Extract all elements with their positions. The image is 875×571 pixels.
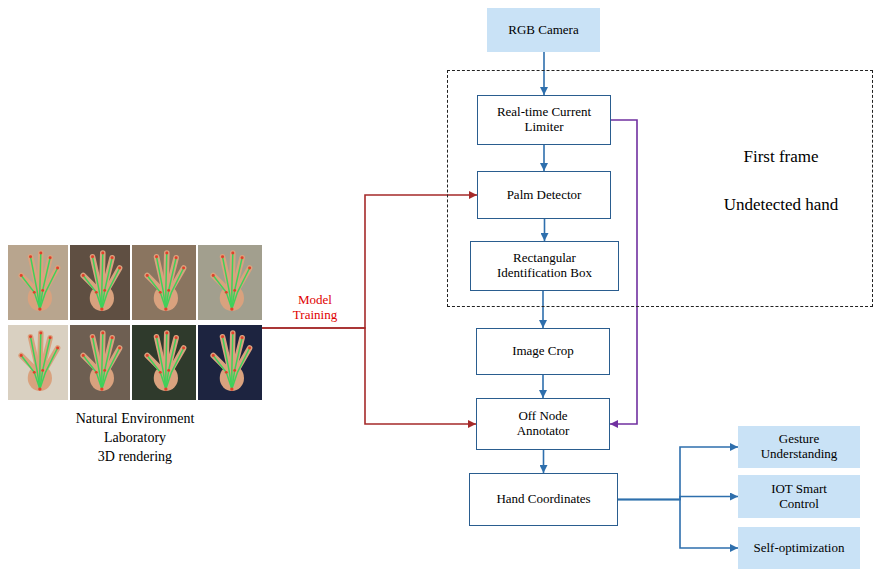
text-holder: Palm Detector <box>478 186 610 205</box>
box-label: Image Crop <box>491 344 595 359</box>
box-label: Off Node Annotator <box>491 409 595 439</box>
region-note: First frame <box>694 147 868 167</box>
process-box: Hand Coordinates <box>469 473 618 526</box>
text-holder: IOT Smart Control <box>738 480 860 514</box>
flow-arrow <box>543 450 545 473</box>
flow-arrow <box>618 500 738 549</box>
dashed-region: First frameUndetected hand Real-time Curr… <box>447 70 873 307</box>
box-label: Palm Detector <box>492 188 596 203</box>
text-holder: Real-time Current Limiter <box>478 103 610 137</box>
box-label: RGB Camera <box>501 23 586 38</box>
process-box: Off Node Annotator <box>476 398 610 450</box>
output-box: IOT Smart Control <box>738 475 860 518</box>
output-box: Gesture Understanding <box>738 426 860 468</box>
box-label: Self-optimization <box>752 541 846 556</box>
image-caption: Natural Environment <box>8 410 262 429</box>
image-caption: Laboratory <box>8 429 262 448</box>
flow-arrow <box>262 195 477 328</box>
image-panel: Natural EnvironmentLaboratory3D renderin… <box>8 245 262 477</box>
text-holder: Hand Coordinates <box>470 490 617 509</box>
region-note: Undetected hand <box>694 195 868 215</box>
hand-figure <box>20 252 59 311</box>
hand-skeletons <box>20 252 251 391</box>
photo-tile <box>132 245 196 320</box>
photo-tile <box>8 325 68 400</box>
photo-tile <box>198 245 262 320</box>
photo-tile <box>70 325 130 400</box>
box-label: Gesture Understanding <box>752 432 846 462</box>
hand-figure <box>82 332 121 391</box>
flow-arrow <box>543 145 545 171</box>
photo-tile <box>198 325 262 400</box>
process-box: Rectangular Identification Box <box>470 241 619 291</box>
flow-arrow <box>542 375 544 398</box>
hand-figure <box>146 332 185 391</box>
hand-figure <box>212 332 251 391</box>
box-label: Rectangular Identification Box <box>485 251 604 281</box>
text-holder: Natural EnvironmentLaboratory3D renderin… <box>8 410 262 467</box>
edge-label: Model Training <box>283 293 347 323</box>
process-box: Image Crop <box>476 328 610 375</box>
hand-figure <box>20 332 59 391</box>
box-label: Real-time Current Limiter <box>492 105 596 135</box>
text-holder: Self-optimization <box>738 539 860 558</box>
process-box: Real-time Current Limiter <box>477 95 611 145</box>
flow-arrow <box>262 328 476 424</box>
hand-figure <box>82 252 121 311</box>
photo-tile <box>132 325 196 400</box>
text-holder: Off Node Annotator <box>477 407 609 441</box>
text-holder: First frameUndetected hand <box>694 147 868 244</box>
box-label: Hand Coordinates <box>484 492 603 507</box>
photo-tiles <box>8 245 262 400</box>
image-caption: 3D rendering <box>8 448 262 467</box>
hand-figure <box>212 252 251 311</box>
photo-tile <box>8 245 68 320</box>
flow-arrow <box>618 447 738 500</box>
flow-arrow <box>542 291 544 328</box>
text-holder: Gesture Understanding <box>738 430 860 464</box>
text-holder: Rectangular Identification Box <box>471 249 618 283</box>
text-holder: RGB Camera <box>487 21 600 40</box>
photo-tile <box>70 245 130 320</box>
box-label: IOT Smart Control <box>752 482 846 512</box>
hand-figure <box>146 252 185 311</box>
flow-arrow <box>544 219 546 241</box>
output-box: Self-optimization <box>738 527 860 569</box>
input-device-box: RGB Camera <box>487 8 600 52</box>
process-box: Palm Detector <box>477 171 611 219</box>
flow-arrow <box>543 52 545 95</box>
text-holder: Image Crop <box>477 342 609 361</box>
